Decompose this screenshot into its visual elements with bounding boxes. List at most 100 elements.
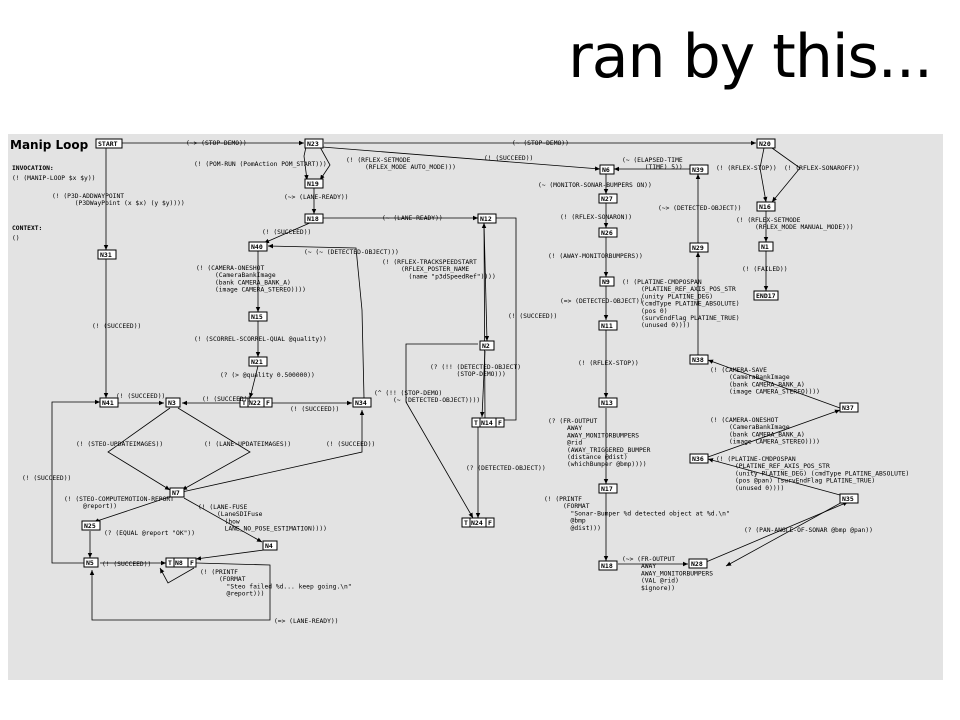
node-n25[interactable]: N25 — [81, 520, 101, 531]
svg-text:N29: N29 — [692, 244, 704, 252]
edge-label-froutput2-line3: AWAY_MONITORBUMPERS — [622, 570, 713, 577]
node-n5[interactable]: N5 — [83, 557, 99, 568]
edge-label-succeed4: (! (SUCCEED)) — [92, 323, 141, 330]
edge-label-printf1-line5: @dist))) — [544, 525, 601, 532]
svg-text:N7: N7 — [172, 489, 180, 497]
edge-label-froutput2-line1: (~> (FR-OUTPUT — [622, 556, 675, 563]
edge-n20-n16-right — [771, 147, 801, 203]
node-n8-f[interactable]: F — [187, 557, 197, 568]
edge-label-cmdpospan2-line4: (pos @pan) (survEndFlag PLATINE_TRUE) — [716, 478, 875, 485]
edge-label-lanereadyA: (~> (LANE-READY)) — [284, 194, 348, 201]
svg-text:N23: N23 — [307, 140, 319, 148]
edge-n35-n28 — [725, 499, 847, 567]
node-n40[interactable]: N40 — [248, 241, 268, 252]
edge-n7-n34 — [181, 410, 365, 493]
node-n24-f[interactable]: F — [485, 517, 495, 528]
node-n17[interactable]: N17 — [598, 483, 618, 494]
node-n24[interactable]: N24 — [469, 517, 487, 528]
svg-text:N13: N13 — [601, 399, 613, 407]
node-n36[interactable]: N36 — [689, 453, 709, 464]
edge-label-p3daddway-line2: (P3DWayPoint (x $x) (y $y)))) — [52, 200, 185, 207]
node-n14-f[interactable]: F — [495, 417, 505, 428]
node-n22-f[interactable]: F — [263, 397, 273, 408]
node-n19[interactable]: N19 — [304, 178, 324, 189]
node-n12[interactable]: N12 — [477, 213, 497, 224]
edge-label-camsave-line3: (bank CAMERA_BANK_A) — [710, 381, 805, 388]
node-n11[interactable]: N11 — [598, 320, 618, 331]
node-n8-t[interactable]: T — [165, 557, 175, 568]
svg-text:F: F — [266, 399, 270, 407]
edge-label-trackspeed-line1: (! (RFLEX-TRACKSPEEDSTART — [382, 259, 477, 266]
edge-label-succeed5: (! (SUCCEED)) — [116, 393, 165, 400]
slide-title: ran by this... — [568, 22, 933, 92]
svg-text:F: F — [498, 419, 502, 427]
node-n37[interactable]: N37 — [839, 402, 859, 413]
node-n2[interactable]: N2 — [479, 340, 495, 351]
node-n18-bottom[interactable]: N18 — [598, 560, 618, 571]
edge-label-camoneshot1-line2: (CameraBankImage — [196, 272, 276, 279]
svg-text:N14: N14 — [481, 419, 493, 427]
edge-label-cmdpospan2-line1: (! (PLATINE-CMDPOSPAN — [716, 456, 796, 463]
node-n14-t[interactable]: T — [471, 417, 481, 428]
svg-text:N20: N20 — [759, 140, 771, 148]
diagram-panel — [8, 134, 943, 680]
edge-n8-n5-loop — [89, 562, 271, 621]
edge-label-camoneshot2-line3: (bank CAMERA_BANK_A) — [710, 431, 805, 438]
edge-label-monsonar: (~ (MONITOR-SONAR-BUMPERS ON)) — [538, 182, 652, 189]
svg-text:N39: N39 — [692, 166, 704, 174]
node-n3[interactable]: N3 — [165, 397, 181, 408]
svg-text:N38: N38 — [692, 356, 704, 364]
edge-label-rflexstop2: (! (RFLEX-STOP)) — [578, 360, 639, 367]
svg-text:N35: N35 — [842, 495, 854, 503]
edge-label-detobj3: (? (DETECTED-OBJECT)) — [466, 465, 546, 472]
node-n20[interactable]: N20 — [756, 138, 776, 149]
edge-label-camoneshot2-line1: (! (CAMERA-ONESHOT — [710, 417, 778, 424]
edge-label-scorrel: (! (SCORREL-SCORREL-QUAL @quality)) — [194, 336, 327, 343]
node-n4[interactable]: N4 — [262, 540, 278, 551]
node-n27[interactable]: N27 — [598, 193, 618, 204]
node-n21[interactable]: N21 — [248, 356, 268, 367]
node-n9[interactable]: N9 — [599, 276, 615, 287]
edge-label-froutput2-line4: (VAL @rid) — [622, 578, 679, 585]
node-n31[interactable]: N31 — [97, 249, 117, 260]
node-n8[interactable]: N8 — [173, 557, 189, 568]
node-n29[interactable]: N29 — [689, 242, 709, 253]
edge-label-elapsed-line1: (~ (ELAPSED-TIME — [622, 157, 683, 164]
node-n38[interactable]: N38 — [689, 354, 709, 365]
edge-label-camoneshot1-line4: (image CAMERA_STEREO)))) — [196, 287, 306, 294]
edge-label-equalok: (? (EQUAL @report "OK")) — [104, 530, 195, 537]
node-start[interactable]: START — [95, 138, 123, 149]
edge-label-cmdpospan1-line7: (unused 0)))) — [622, 322, 690, 329]
node-n6[interactable]: N6 — [599, 164, 615, 175]
edge-label-froutput1-line2: AWAY — [548, 425, 582, 432]
edge-label-printf2-line1: (! (PRINTF — [200, 569, 238, 576]
node-n28[interactable]: N28 — [688, 558, 708, 569]
edge-n37-n38 — [707, 359, 841, 409]
edge-label-steocompute-line2: @report)) — [64, 503, 117, 510]
node-n23[interactable]: N23 — [304, 138, 324, 149]
node-n34[interactable]: N34 — [352, 397, 372, 408]
node-n7[interactable]: N7 — [169, 487, 185, 498]
node-n1[interactable]: N1 — [758, 241, 774, 252]
svg-text:T: T — [242, 399, 246, 407]
edge-label-laneupd: (! (LANE-UPDATEIMAGES)) — [204, 441, 291, 448]
node-n24-t[interactable]: T — [461, 517, 471, 528]
node-n41[interactable]: N41 — [99, 397, 119, 408]
svg-text:N19: N19 — [307, 180, 319, 188]
node-n39[interactable]: N39 — [689, 164, 709, 175]
node-n13[interactable]: N13 — [598, 397, 618, 408]
edge-label-succeed1: (! (SUCCEED)) — [484, 155, 533, 162]
node-n35[interactable]: N35 — [839, 493, 859, 504]
node-n16[interactable]: N16 — [756, 201, 776, 212]
node-n14[interactable]: N14 — [479, 417, 497, 428]
edge-n20-n16-left — [759, 147, 768, 203]
edge-label-cmdpospan2-line3: (unity PLATINE_DEG) (cmdType PLATINE_ABS… — [716, 470, 909, 477]
edge-label-iidetobj-line1: (? (!! (DETECTED-OBJECT) — [430, 364, 521, 371]
node-n15[interactable]: N15 — [248, 311, 268, 322]
svg-text:N40: N40 — [251, 243, 263, 251]
edge-label-lanefuse-line4: LANE_NO_POSE_ESTIMATION)))) — [198, 526, 327, 533]
node-n18-top[interactable]: N18 — [304, 213, 324, 224]
node-n26[interactable]: N26 — [598, 227, 618, 238]
node-end17[interactable]: END17 — [753, 290, 779, 301]
